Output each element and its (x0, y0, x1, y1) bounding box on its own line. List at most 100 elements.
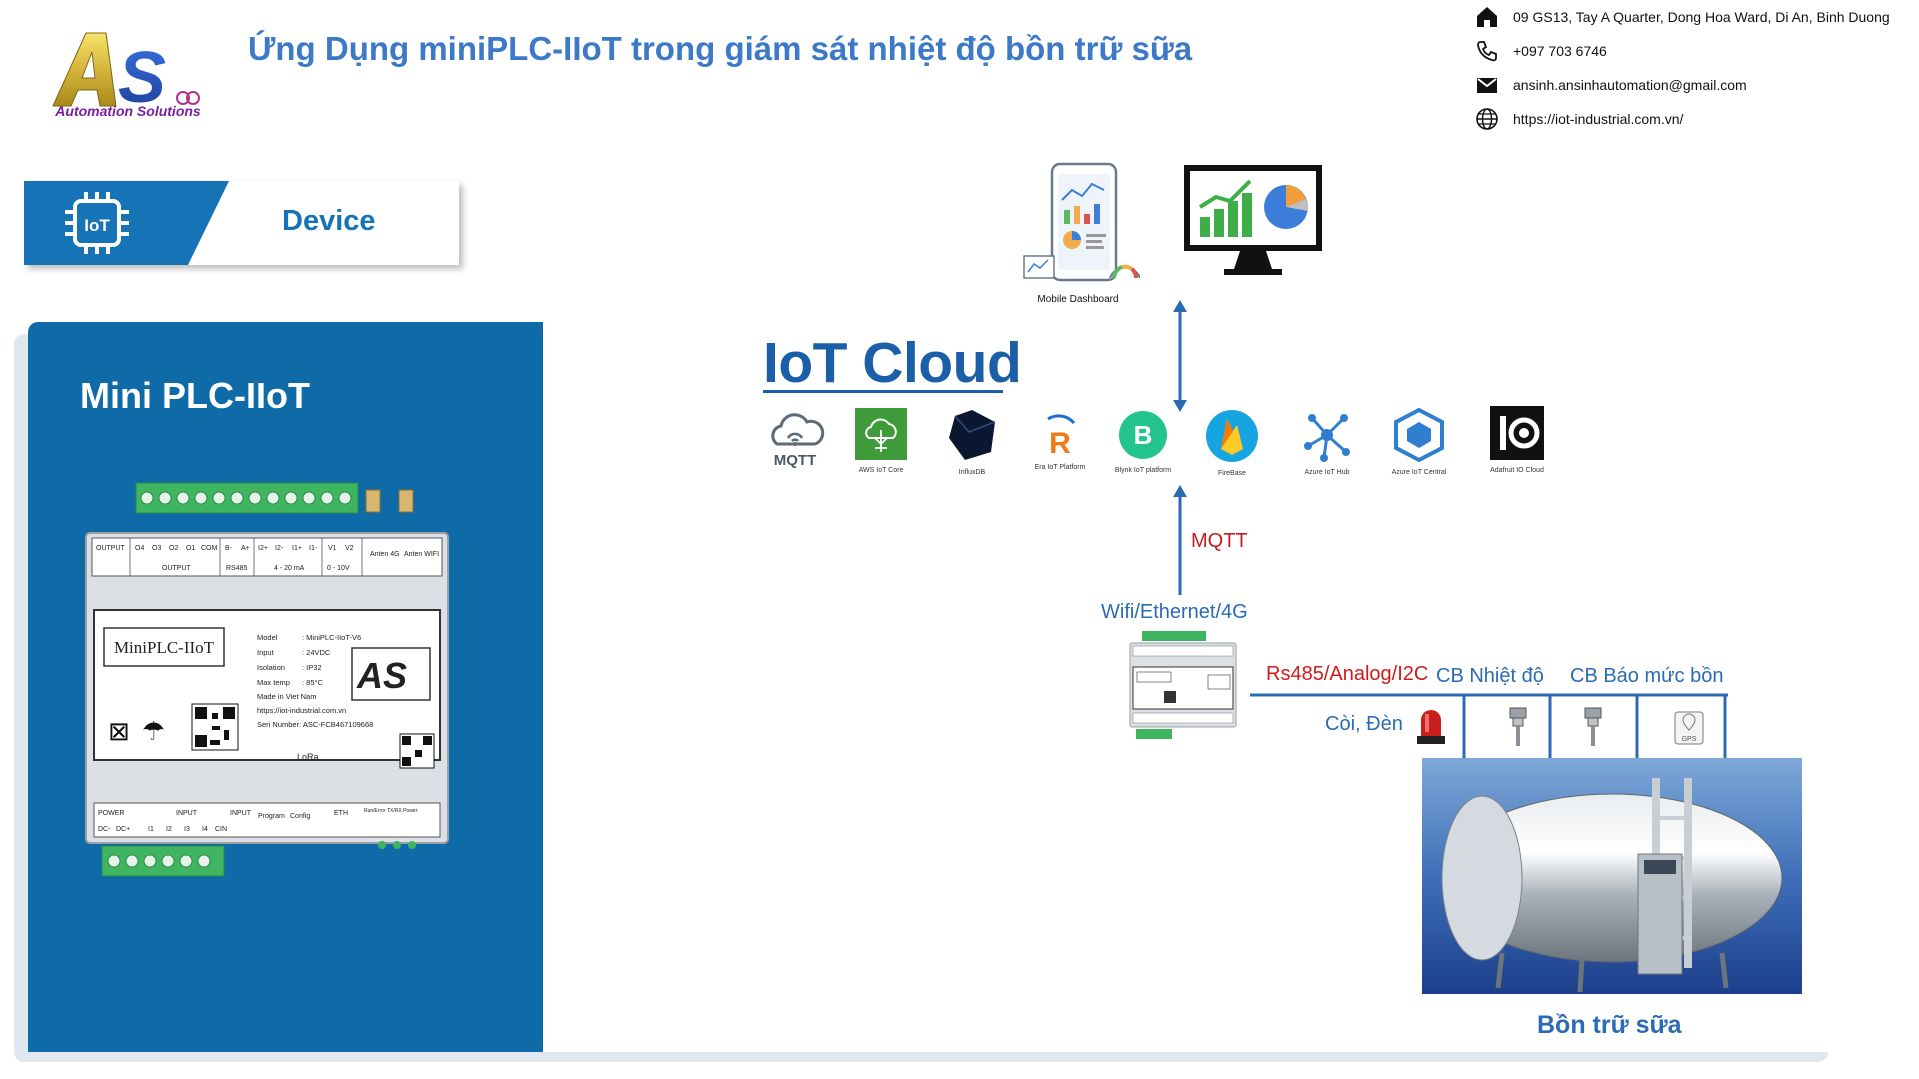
svg-text:A+: A+ (241, 545, 250, 552)
logo-letter-s: S (118, 38, 166, 118)
svg-text:: 85°C: : 85°C (302, 678, 324, 687)
contact-website: https://iot-industrial.com.vn/ (1475, 107, 1683, 131)
svg-text:LoRa: LoRa (297, 752, 319, 762)
tank-label: Bồn trữ sữa (1537, 1011, 1682, 1039)
adafruit-io-icon (1490, 406, 1544, 460)
phone-text: +097 703 6746 (1513, 43, 1607, 59)
globe-icon (1476, 108, 1498, 130)
svg-text:4 - 20 mA: 4 - 20 mA (274, 565, 305, 572)
svg-text:https://iot-industrial.com.vn: https://iot-industrial.com.vn (257, 706, 346, 715)
milk-tank-image (1422, 758, 1802, 994)
svg-text:O2: O2 (169, 545, 178, 552)
svg-text:Run/Error TX/RX Power: Run/Error TX/RX Power (364, 808, 418, 814)
service-aws: AWS IoT Core (846, 408, 916, 474)
svg-text:I2-: I2- (275, 545, 284, 552)
arrow-device-cloud (1173, 485, 1187, 595)
mail-icon (1477, 78, 1497, 93)
gps-icon: GPS (1674, 711, 1704, 745)
svg-text:I1: I1 (148, 826, 154, 833)
plc-small-image (1129, 631, 1237, 739)
company-logo: S (52, 32, 200, 118)
svg-text:: IP32: : IP32 (302, 663, 322, 672)
svg-text:COM: COM (201, 545, 218, 552)
recycle-bin-icon: ⊠ (108, 717, 130, 747)
plc-name-plate: MiniPLC-IIoT (114, 638, 215, 657)
contact-phone: +097 703 6746 (1475, 39, 1607, 63)
blynk-icon: B (1119, 411, 1167, 459)
website-link[interactable]: https://iot-industrial.com.vn/ (1513, 111, 1684, 127)
iot-cloud-underline (763, 390, 1003, 393)
bus-protocol-label: Rs485/Analog/I2C (1266, 663, 1429, 685)
svg-text:B-: B- (225, 545, 233, 552)
alarm-light-icon (1417, 710, 1445, 744)
alarm-label: Còi, Đèn (1325, 713, 1403, 735)
contact-email: ansinh.ansinhautomation@gmail.com (1475, 73, 1747, 97)
service-era: R Era IoT Platform (1025, 413, 1095, 471)
azure-iot-hub-icon (1304, 414, 1350, 462)
contact-address: 09 GS13, Tay A Quarter, Dong Hoa Ward, D… (1475, 5, 1890, 29)
service-blynk: B Blynk IoT platform (1108, 410, 1178, 474)
svg-text:O1: O1 (186, 545, 195, 552)
device-tab-label: Device (282, 205, 376, 237)
svg-text:B: B (1134, 420, 1153, 450)
svg-text:I1+: I1+ (292, 545, 302, 552)
svg-text:GPS: GPS (1682, 736, 1697, 743)
svg-text:DC-: DC- (98, 826, 111, 833)
svg-text:Seri Number: ASC-FCB467109668: Seri Number: ASC-FCB467109668 (257, 720, 373, 729)
mqtt-icon: MQTT (771, 413, 825, 469)
svg-text:I2: I2 (166, 826, 172, 833)
temperature-sensor-icon (1509, 707, 1527, 746)
service-mqtt: MQTT (760, 408, 830, 475)
svg-text:POWER: POWER (98, 810, 124, 817)
email-link[interactable]: ansinh.ansinhautomation@gmail.com (1513, 77, 1747, 93)
page-title: Ứng Dụng miniPLC-IIoT trong giám sát nhi… (248, 30, 1193, 67)
svg-text:INPUT: INPUT (230, 810, 252, 817)
svg-text:V2: V2 (345, 545, 354, 552)
connection-label: Wifi/Ethernet/4G (1101, 601, 1248, 623)
svg-text:Max temp: Max temp (257, 678, 290, 687)
svg-text:Input: Input (257, 648, 275, 657)
era-icon: R (1047, 414, 1076, 460)
sensor-bus-lines (1250, 693, 1728, 760)
service-adafruit: Adafruit IO Cloud (1482, 406, 1552, 474)
svg-text:AS: AS (356, 655, 407, 696)
firebase-icon (1206, 410, 1258, 462)
service-azure-central: Azure IoT Central (1384, 407, 1454, 476)
svg-text:I2+: I2+ (258, 545, 268, 552)
temp-sensor-label: CB Nhiệt độ (1436, 665, 1544, 687)
plc-top-label-output: OUTPUT (96, 545, 126, 552)
svg-text:R: R (1049, 427, 1071, 457)
level-sensor-icon (1584, 707, 1602, 746)
svg-text:O3: O3 (152, 545, 161, 552)
svg-text:I1-: I1- (309, 545, 318, 552)
home-icon (1477, 7, 1497, 27)
svg-text:O4: O4 (135, 545, 144, 552)
svg-text:Anten WIFI: Anten WIFI (404, 551, 439, 558)
mqtt-label: MQTT (1191, 530, 1248, 552)
service-firebase: FireBase (1197, 409, 1267, 477)
svg-text:I4: I4 (202, 826, 208, 833)
influxdb-icon (949, 410, 996, 460)
address-text: 09 GS13, Tay A Quarter, Dong Hoa Ward, D… (1513, 9, 1890, 25)
svg-text:RS485: RS485 (226, 565, 248, 572)
svg-text:Config: Config (290, 813, 310, 820)
plc-device-image: OUTPUT O4 O3 O2 O1 COM B- A+ I2+ I2- I1+… (85, 482, 449, 877)
svg-text:DC+: DC+ (116, 826, 130, 833)
iot-cloud-title: IoT Cloud (763, 331, 1022, 395)
umbrella-icon: ☂ (142, 717, 165, 747)
svg-text:Model: Model (257, 633, 278, 642)
svg-text:Made in Viet Nam: Made in Viet Nam (257, 692, 316, 701)
svg-text:0 - 10V: 0 - 10V (327, 565, 350, 572)
mobile-dashboard-caption: Mobile Dashboard (1037, 294, 1119, 305)
svg-text:: MiniPLC-IIoT-V6: : MiniPLC-IIoT-V6 (302, 633, 361, 642)
svg-text:Program: Program (258, 813, 285, 820)
svg-text:V1: V1 (328, 545, 337, 552)
desktop-dashboard-icon (1184, 165, 1322, 275)
svg-text:ETH: ETH (334, 810, 348, 817)
iot-chip-text: IoT (84, 216, 110, 235)
svg-text:OUTPUT: OUTPUT (162, 565, 192, 572)
device-panel-title: Mini PLC-IIoT (80, 375, 310, 416)
azure-iot-central-icon (1394, 407, 1444, 463)
svg-text:I3: I3 (184, 826, 190, 833)
logo-tagline: Automation Solutions (55, 103, 201, 119)
